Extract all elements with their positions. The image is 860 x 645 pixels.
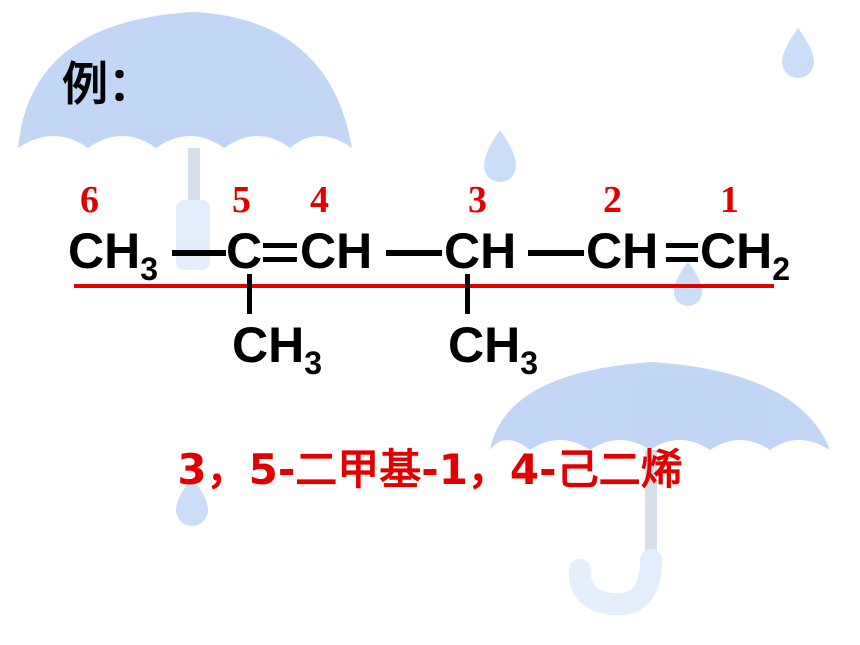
single-bond-c4-c3 (386, 250, 442, 256)
methyl-substituent-c5: CH3 (232, 317, 323, 381)
locant-2: 2 (603, 179, 622, 221)
umbrella-right-icon (490, 362, 830, 616)
double-bond-c5-c4-top (263, 243, 297, 248)
bond-c5-methyl (247, 274, 252, 314)
example-label: 例： (62, 57, 154, 111)
chain-group-c1: CH2 (700, 223, 791, 287)
double-bond-c2-c1-bottom (666, 257, 698, 262)
chain-group-c5: C (226, 223, 263, 279)
main-chain-underline (74, 284, 774, 288)
chain-group-c3: CH (444, 223, 517, 279)
chain-group-c4: CH (300, 223, 373, 279)
chain-group-c6: CH3 (68, 223, 159, 287)
double-bond-c2-c1-top (666, 243, 698, 248)
locant-6: 6 (80, 179, 99, 221)
bond-c3-methyl (465, 274, 470, 314)
compound-name: 3，5-二甲基-1，4-己二烯 (177, 445, 683, 494)
locant-3: 3 (468, 179, 487, 221)
locant-1: 1 (720, 179, 739, 221)
double-bond-c5-c4-bottom (263, 257, 297, 262)
locant-5: 5 (232, 179, 251, 221)
single-bond-c3-c2 (528, 250, 584, 256)
locant-4: 4 (310, 179, 329, 221)
methyl-substituent-c3: CH3 (448, 317, 539, 381)
single-bond-c6-c5 (172, 250, 226, 256)
chain-group-c2: CH (586, 223, 659, 279)
